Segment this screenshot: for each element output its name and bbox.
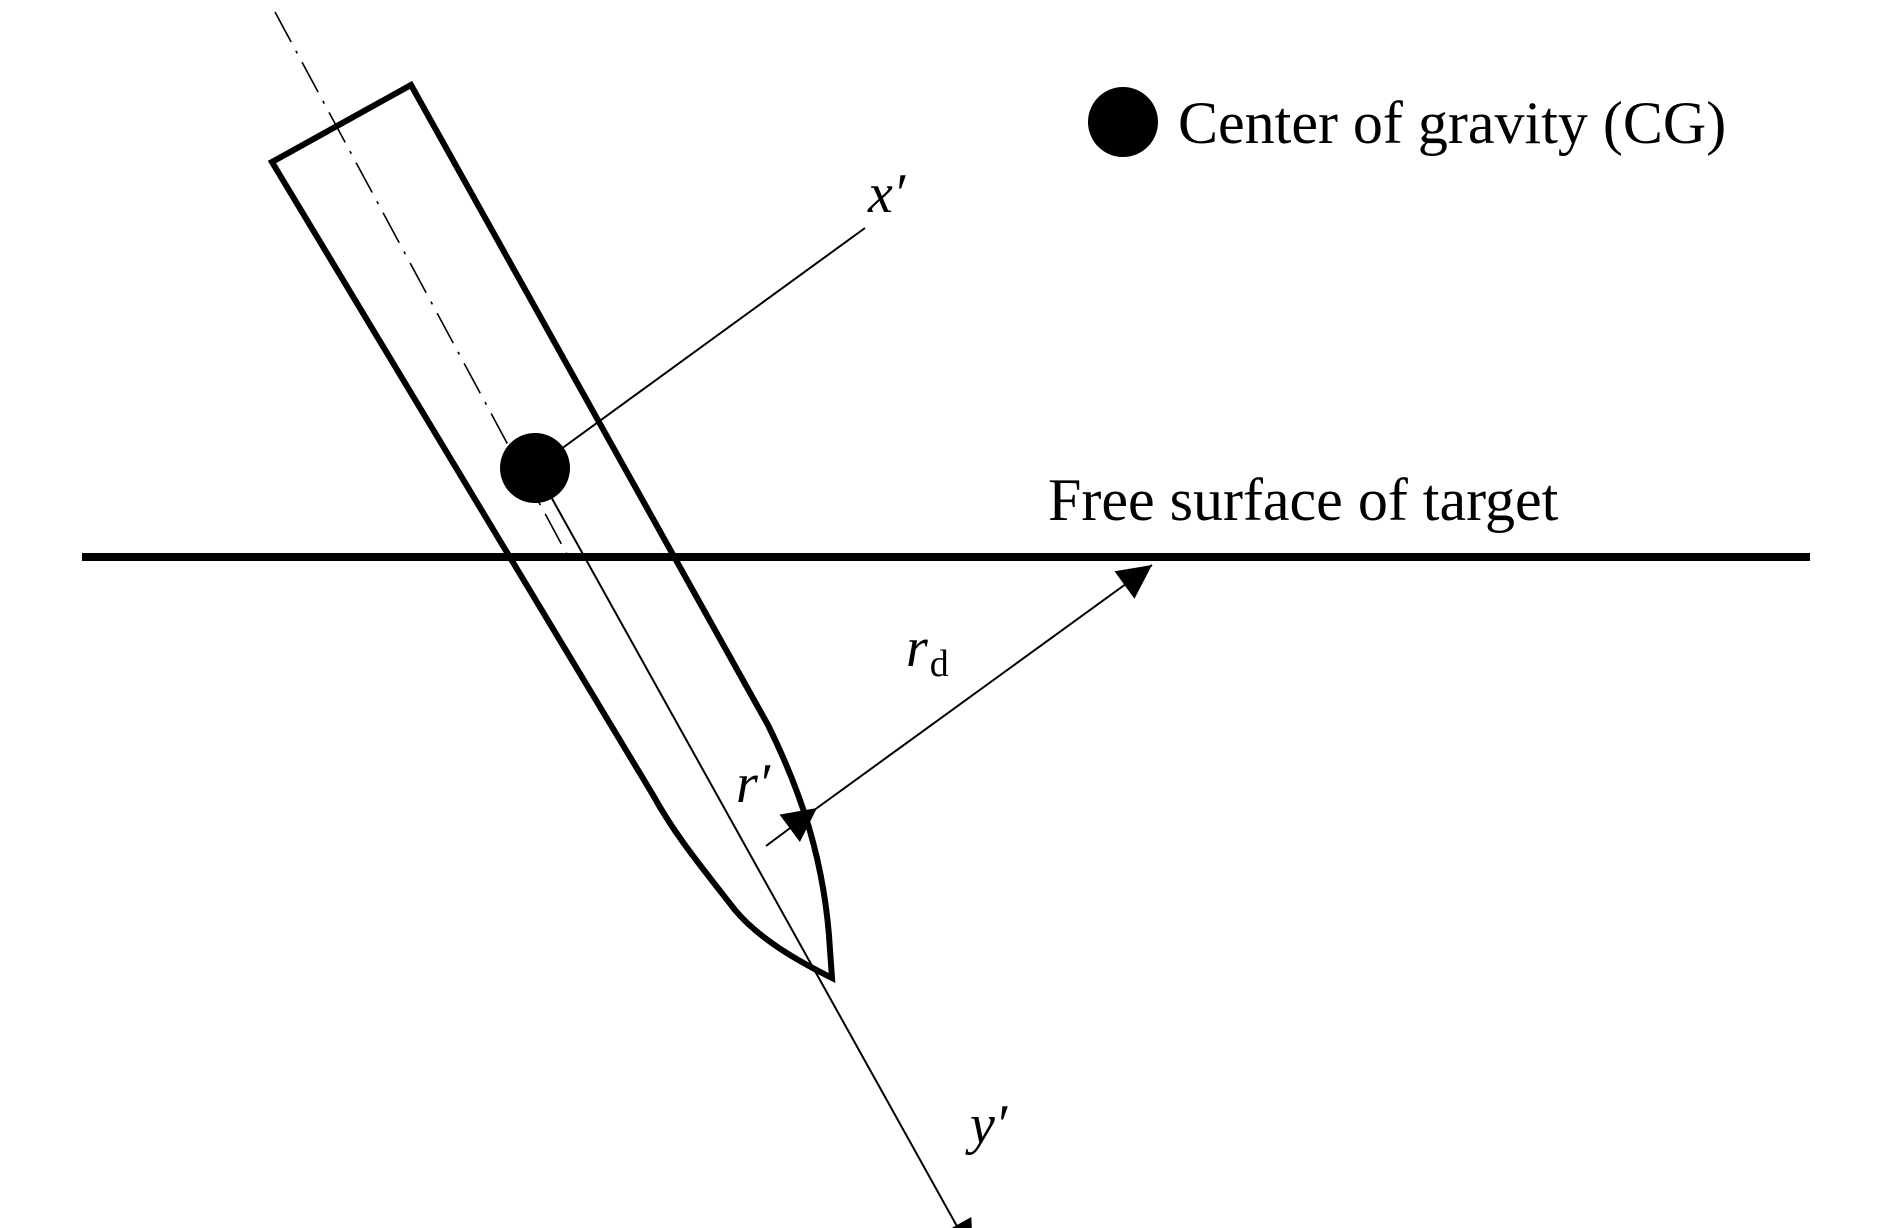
projectile-body: [267, 80, 836, 984]
y-prime-axis: [534, 467, 973, 1228]
x-prime-axis: [534, 227, 866, 469]
r-d-arrow: [816, 564, 1153, 809]
r-prime-arrow: [765, 807, 818, 847]
x-prime-label: x′: [867, 163, 906, 225]
cg-marker: [500, 433, 570, 503]
legend-cg-icon: [1088, 87, 1158, 157]
y-prime-label: y′: [965, 1094, 1008, 1156]
r-prime-label: r′: [736, 753, 771, 815]
r-d-label-main: r: [906, 617, 928, 679]
free-surface-label: Free surface of target: [1048, 467, 1559, 533]
legend-cg-label: Center of gravity (CG): [1178, 90, 1726, 156]
r-d-label: rd: [906, 617, 949, 685]
r-d-label-subscript: d: [930, 643, 949, 685]
